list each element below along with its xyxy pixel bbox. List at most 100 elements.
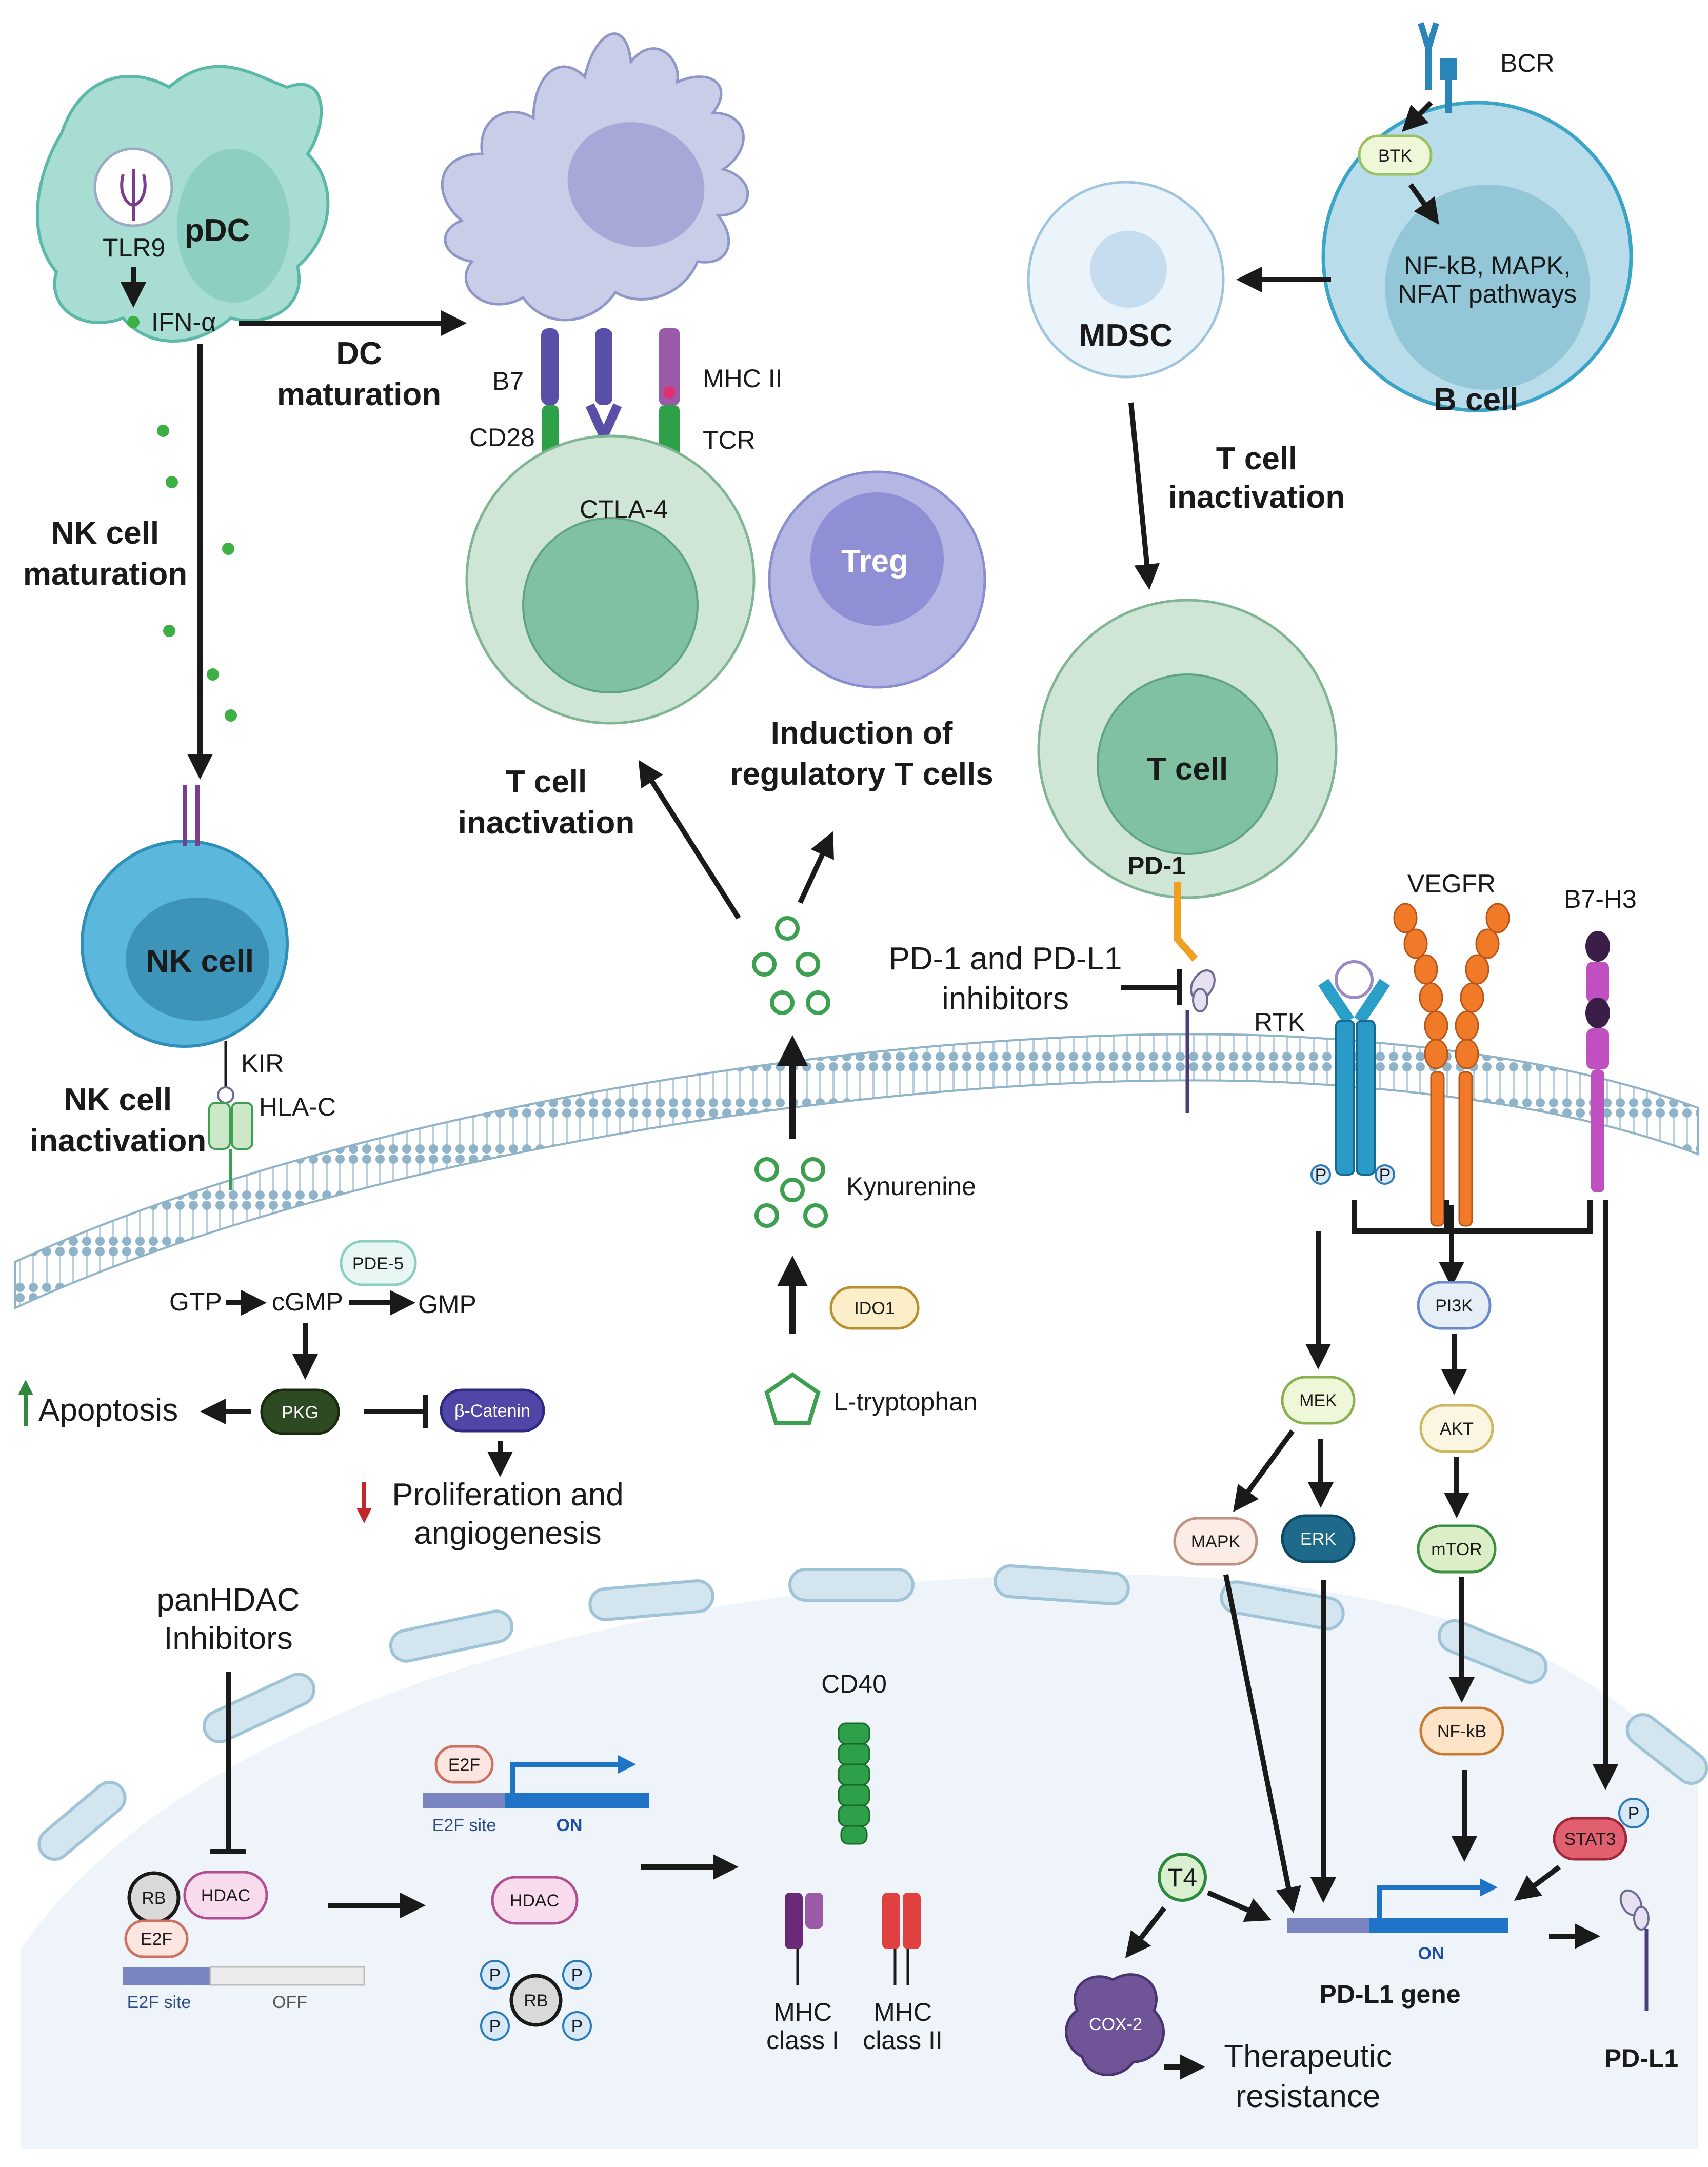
svg-text:T4: T4 — [1167, 1863, 1197, 1892]
mtor-pill: mTOR — [1417, 1524, 1497, 1574]
ido1-pill — [829, 1286, 920, 1330]
off-label: OFF — [272, 1993, 307, 2012]
svg-text:β-Catenin: β-Catenin — [454, 1401, 530, 1421]
rtk-p-right: P — [1379, 1165, 1391, 1185]
e2f-on-label: ON — [557, 1816, 583, 1835]
rtk-receptor: P P — [1310, 960, 1395, 1185]
svg-text:P: P — [571, 1965, 583, 1985]
dc-maturation-line1: DC — [336, 336, 382, 371]
svg-text:PDE-5: PDE-5 — [352, 1254, 404, 1274]
svg-text:RB: RB — [142, 1888, 166, 1908]
t-inactivation-right-line2: inactivation — [1168, 480, 1345, 515]
svg-text:mTOR: mTOR — [1431, 1540, 1482, 1559]
treg-induction-line1: Induction of — [771, 715, 953, 751]
rtk-p-left: P — [1315, 1165, 1327, 1185]
svg-text:HDAC: HDAC — [510, 1891, 559, 1911]
l-tryptophan-icon — [764, 1372, 821, 1425]
pan-hdac-line2: Inhibitors — [164, 1621, 293, 1656]
hdac-free: HDAC — [491, 1876, 579, 1925]
dc-maturation-line2: maturation — [277, 377, 441, 412]
kir-label: KIR — [241, 1049, 284, 1078]
apoptosis-up-arrow — [18, 1380, 33, 1426]
pd-inhibitors-line1: PD-1 and PD-L1 — [889, 941, 1122, 977]
treg-induction-line2: regulatory T cells — [730, 757, 993, 792]
svg-text:PI3K: PI3K — [1435, 1296, 1473, 1316]
pan-hdac-line1: panHDAC — [156, 1582, 300, 1618]
gmp-label: GMP — [418, 1290, 476, 1319]
nk-inactivation-line1: NK cell — [64, 1082, 172, 1118]
ifn-dot — [127, 316, 140, 328]
pdl1-gene-label: PD-L1 gene — [1319, 1980, 1460, 2009]
cox2-protein: COX-2 — [1065, 1973, 1165, 2076]
svg-text:MEK: MEK — [1299, 1391, 1337, 1410]
pdl1-gene: ON PD-L1 gene — [1287, 1878, 1508, 2009]
svg-text:MAPK: MAPK — [1191, 1532, 1241, 1552]
nuclear-envelope — [37, 1564, 1708, 1861]
cd40-protein — [838, 1722, 870, 1845]
svg-text:RB: RB — [524, 1991, 548, 2011]
b-cell-label: B cell — [1434, 382, 1518, 418]
kynurenine-particles-bottom — [754, 1157, 828, 1228]
cd40-label: CD40 — [821, 1669, 887, 1698]
tlr9-label: TLR9 — [103, 233, 165, 262]
nk-maturation-line1: NK cell — [51, 515, 159, 551]
svg-text:P: P — [489, 1965, 501, 1985]
dendritic-cell — [441, 32, 749, 322]
proliferation-down-arrow — [356, 1482, 372, 1523]
mdsc-cell: MDSC — [1027, 181, 1225, 379]
bcr-label: BCR — [1500, 49, 1555, 77]
pdl1-on-label: ON — [1418, 1944, 1444, 1963]
nk-cell: NK cell — [81, 840, 289, 1048]
cox2-label: COX-2 — [1089, 2015, 1142, 2034]
svg-text:HDAC: HDAC — [201, 1886, 250, 1905]
mapk-pill: MAPK — [1173, 1517, 1258, 1566]
t4-pill: T4 — [1158, 1853, 1207, 1902]
mhc2-line1: MHC — [873, 1998, 932, 2026]
mdsc-label: MDSC — [1079, 318, 1173, 353]
beta-catenin-pill: β-Catenin — [440, 1388, 545, 1433]
ifn-particles — [157, 425, 237, 722]
erk-pill: ERK — [1281, 1514, 1356, 1563]
btk-label: BTK — [1378, 146, 1412, 166]
tlr9-icon — [120, 169, 147, 221]
gtp-label: GTP — [169, 1287, 222, 1316]
svg-text:PKG: PKG — [282, 1403, 319, 1422]
pdl1-membrane-receptor — [1185, 969, 1216, 1113]
svg-text:E2F: E2F — [141, 1930, 172, 1949]
nfkb-pill: NF-kB — [1419, 1706, 1504, 1756]
plasma-membrane — [14, 1033, 1699, 1310]
vegfr-receptor — [1393, 903, 1510, 1227]
b-cell: B cell — [1321, 101, 1633, 418]
mhc1-protein — [785, 1893, 823, 1985]
prolif-line1: Proliferation and — [392, 1477, 624, 1513]
pdl1-label: PD-L1 — [1604, 2044, 1678, 2073]
t-inactivation-left-line2: inactivation — [458, 805, 635, 841]
vegfr-label: VEGFR — [1407, 869, 1496, 898]
nk-cell-label: NK cell — [146, 944, 254, 979]
signaling-lines — [1305, 1200, 1618, 1790]
pd1-label: PD-1 — [1127, 851, 1186, 880]
nfkb-pathways-line1: NF-kB, MAPK, — [1404, 251, 1571, 280]
pd-inhibitors-line2: inhibitors — [942, 981, 1069, 1017]
ido1-label: IDO1 — [854, 1299, 895, 1318]
apoptosis-label: Apoptosis — [38, 1393, 178, 1428]
mhc1-line2: class I — [766, 2026, 839, 2055]
svg-text:ERK: ERK — [1300, 1529, 1336, 1549]
pd1-receptor — [1174, 882, 1198, 962]
pdc-label: pDC — [185, 213, 250, 248]
ifn-label: IFN-α — [151, 308, 216, 336]
bcr-receptor — [1418, 22, 1457, 113]
b7h3-label: B7-H3 — [1564, 885, 1637, 913]
mhc2-label: MHC II — [703, 364, 783, 393]
t-inactivation-left-line1: T cell — [506, 764, 587, 800]
svg-text:P: P — [489, 2017, 501, 2036]
rtk-label: RTK — [1254, 1008, 1305, 1037]
hla-c-label: HLA-C — [259, 1092, 336, 1121]
inhibit-pd-arrow — [1121, 969, 1182, 1005]
treg-cell: Treg — [768, 470, 986, 689]
nk-inactivation-line2: inactivation — [30, 1123, 207, 1159]
t-cell-label: T cell — [1147, 751, 1228, 787]
therapeutic-line1: Therapeutic — [1224, 2039, 1392, 2074]
